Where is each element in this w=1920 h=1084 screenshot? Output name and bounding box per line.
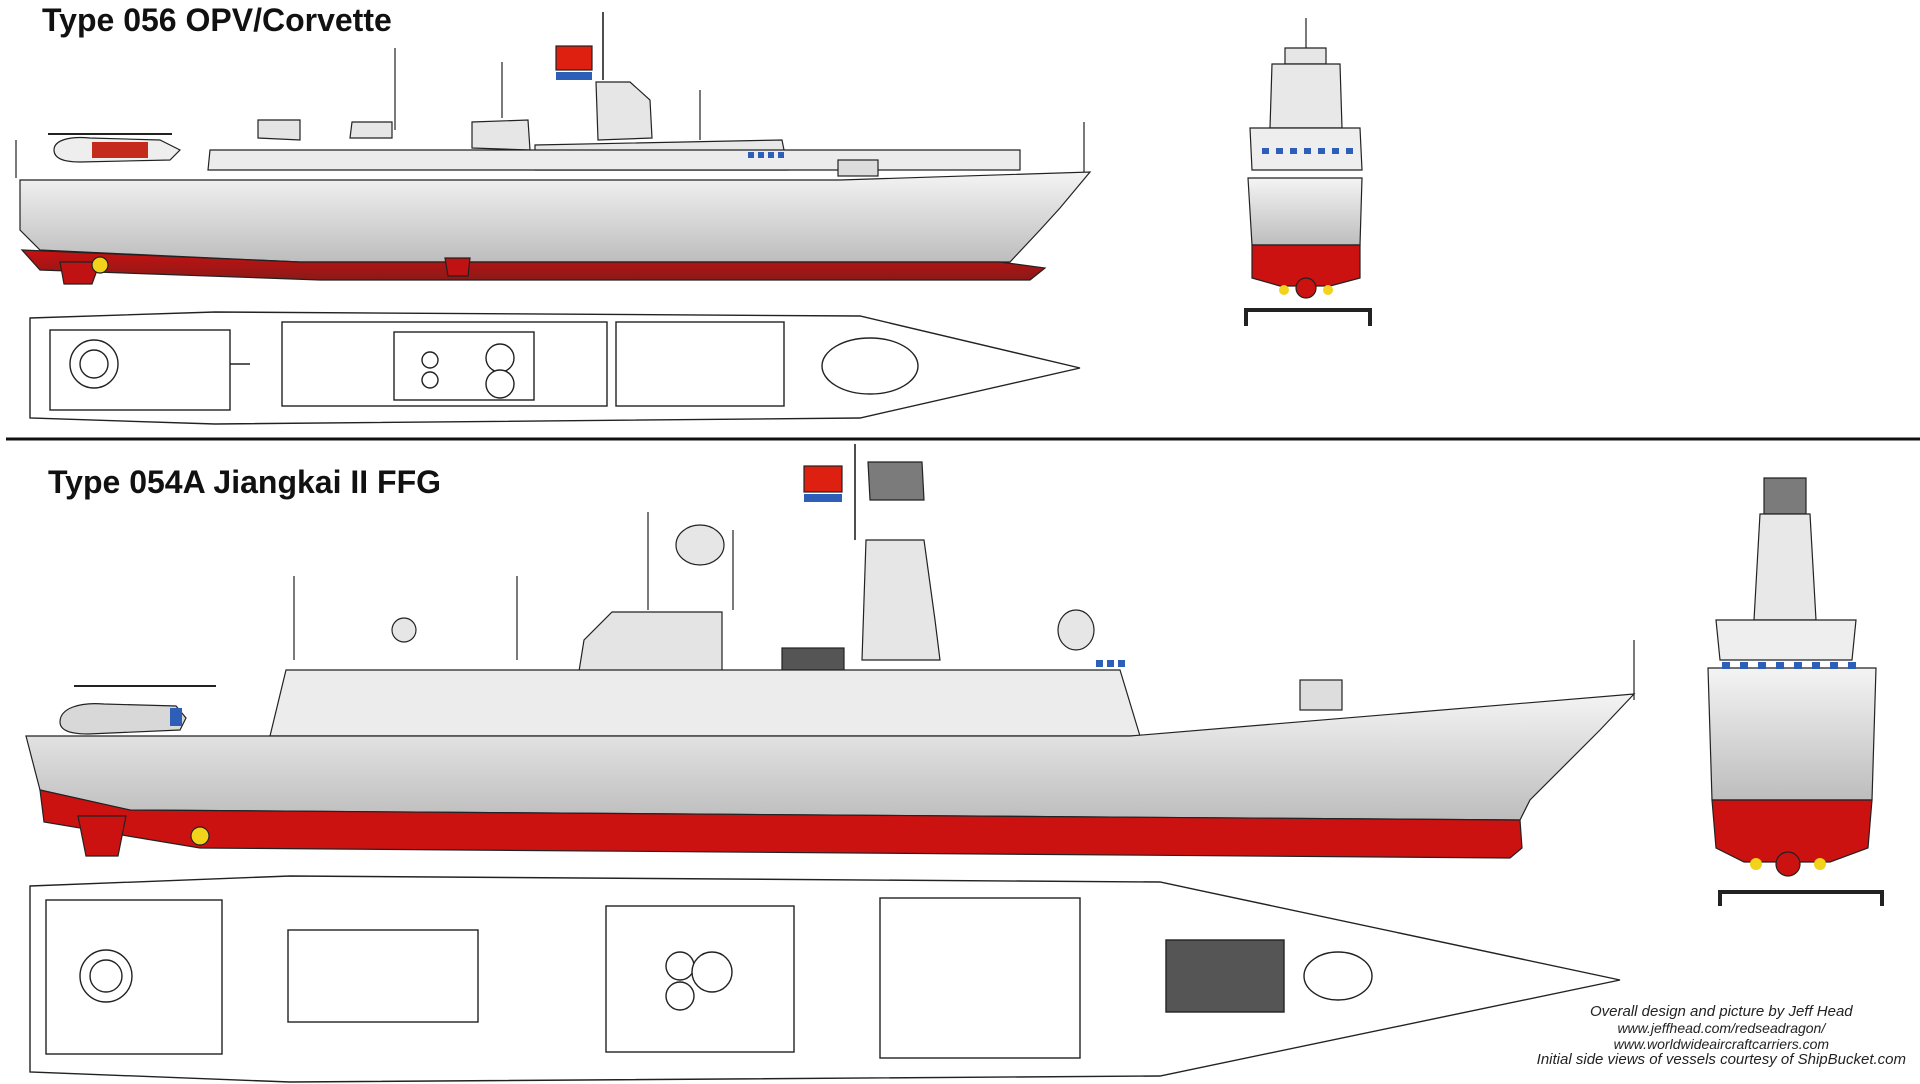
main-gun xyxy=(1299,679,1343,711)
gun-housing xyxy=(349,121,393,139)
propeller xyxy=(190,826,210,846)
hull-grey xyxy=(19,171,1092,263)
skeg xyxy=(444,257,471,277)
type-054a-front-view xyxy=(1707,477,1884,906)
radome xyxy=(1057,609,1095,651)
vls-cells xyxy=(1165,939,1285,1013)
type-056-front-view xyxy=(1244,18,1372,326)
bridge-outline xyxy=(615,321,785,407)
main-mast-tower xyxy=(861,539,941,661)
radome xyxy=(391,617,417,643)
radar-array xyxy=(867,461,925,501)
main-deckhouse xyxy=(269,669,1141,737)
type-056-side-view xyxy=(15,12,1092,285)
flag-icon xyxy=(555,45,593,80)
helipad-inner xyxy=(89,959,123,993)
rudder xyxy=(59,261,101,285)
propeller xyxy=(91,256,109,274)
main-deckhouse xyxy=(207,149,1021,171)
type-054a-side-view xyxy=(25,444,1636,859)
type-056-top-view xyxy=(29,311,1081,425)
bridge-tower xyxy=(595,81,653,141)
bridge-windows xyxy=(748,152,784,158)
bridge-windows xyxy=(1096,660,1125,667)
funnel-block xyxy=(471,119,531,151)
credit-url: www.jeffhead.com/redseadragon/ xyxy=(1617,1020,1826,1036)
type-056-title: Type 056 OPV/Corvette xyxy=(42,2,392,38)
type-054a-top-view xyxy=(29,875,1621,1083)
aft-structure xyxy=(257,119,301,141)
flight-deck xyxy=(45,899,223,1055)
gun-mount-outline xyxy=(821,337,919,395)
bridge-outline xyxy=(879,897,1081,1059)
credits-block: Overall design and picture by Jeff Head … xyxy=(1537,1004,1906,1068)
gun-mount-outline xyxy=(1303,951,1373,1001)
rudder xyxy=(77,815,127,857)
helicopter-icon xyxy=(48,133,182,163)
type-054a-title: Type 054A Jiangkai II FFG xyxy=(48,464,442,500)
flag-icon xyxy=(803,465,843,502)
hull-red xyxy=(39,789,1523,859)
radome xyxy=(675,524,725,566)
deck-outline xyxy=(29,875,1621,1083)
helipad-inner xyxy=(79,349,109,379)
credit-url: www.worldwideaircraftcarriers.com xyxy=(1613,1036,1830,1052)
main-gun xyxy=(837,159,879,177)
credit-line: Initial side views of vessels courtesy o… xyxy=(1536,1051,1906,1068)
credit-line: Overall design and picture by Jeff Head xyxy=(1590,1003,1853,1020)
helicopter-icon xyxy=(59,685,216,735)
hangar-outline xyxy=(287,929,479,1023)
